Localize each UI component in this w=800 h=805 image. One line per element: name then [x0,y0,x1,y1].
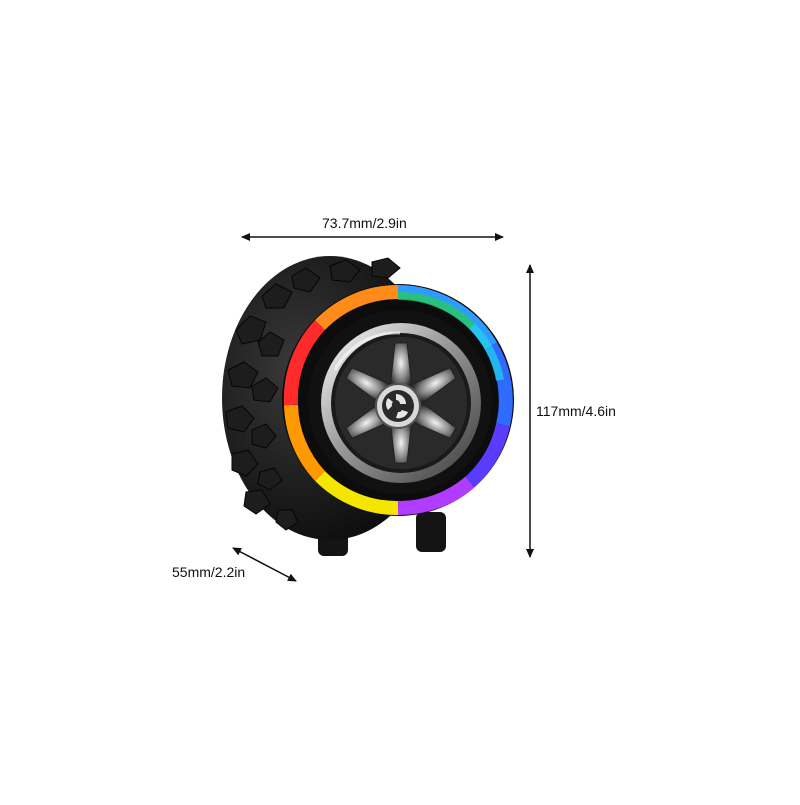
tire-speaker-icon [222,256,514,556]
depth-arrow [232,547,297,582]
width-dimension-label: 73.7mm/2.9in [322,215,407,231]
height-dimension-label: 117mm/4.6in [536,403,616,419]
depth-dimension-label: 55mm/2.2in [172,564,246,580]
